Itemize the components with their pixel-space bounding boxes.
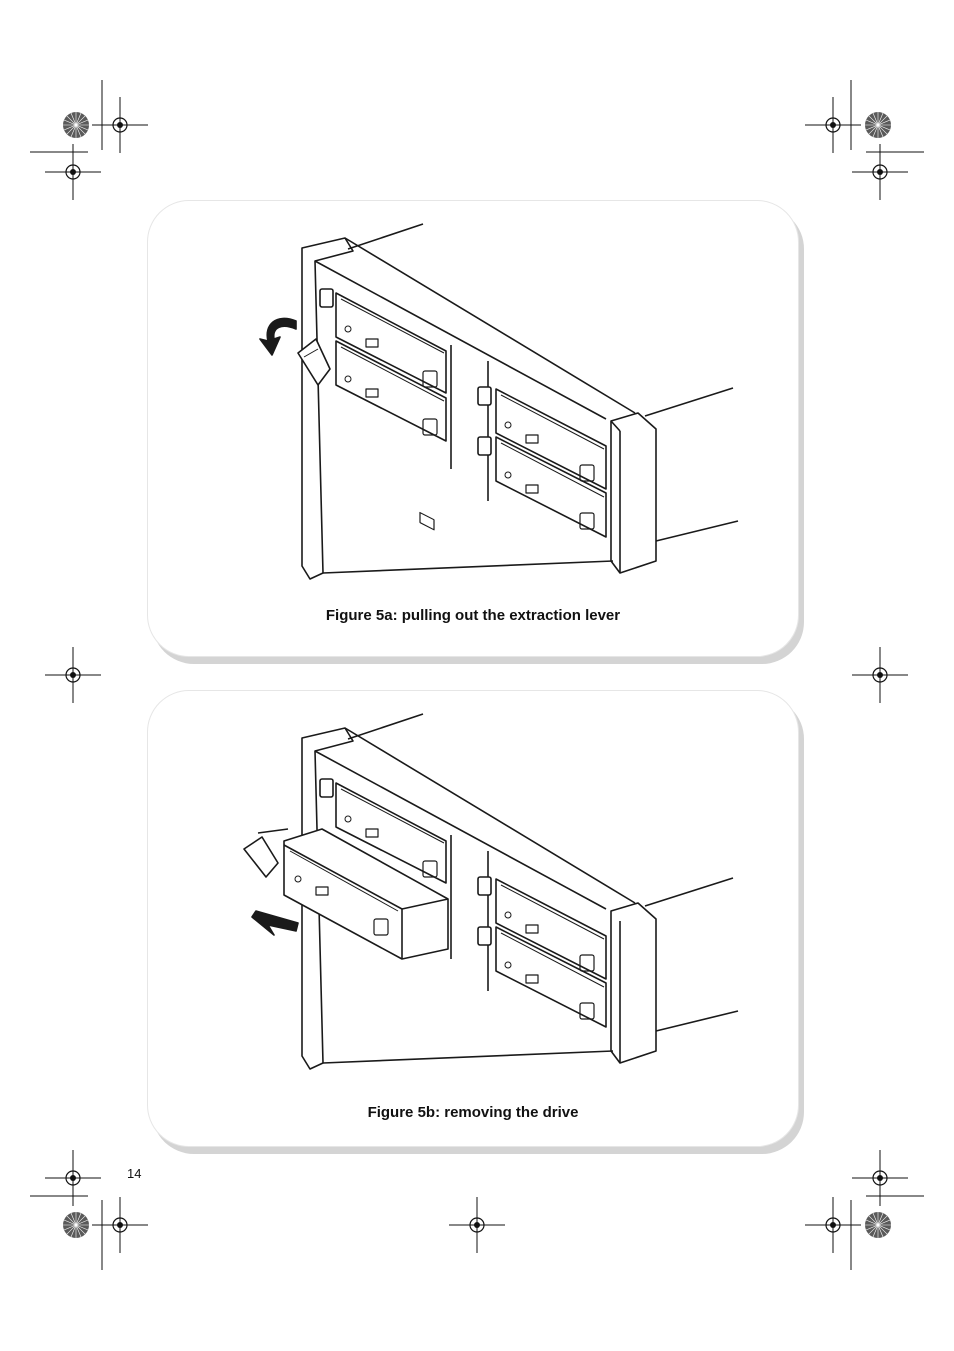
page-number: 14 [127, 1166, 142, 1181]
figure-5a-illustration [259, 223, 739, 580]
figure-5a-caption: Figure 5a: pulling out the extraction le… [325, 607, 621, 624]
figure-5b-panel: Figure 5b: removing the drive [147, 690, 799, 1147]
figure-5a-panel: Figure 5a: pulling out the extraction le… [147, 200, 799, 657]
figure-5b-caption: Figure 5b: removing the drive [367, 1104, 579, 1121]
figure-5b-illustration [243, 713, 739, 1070]
